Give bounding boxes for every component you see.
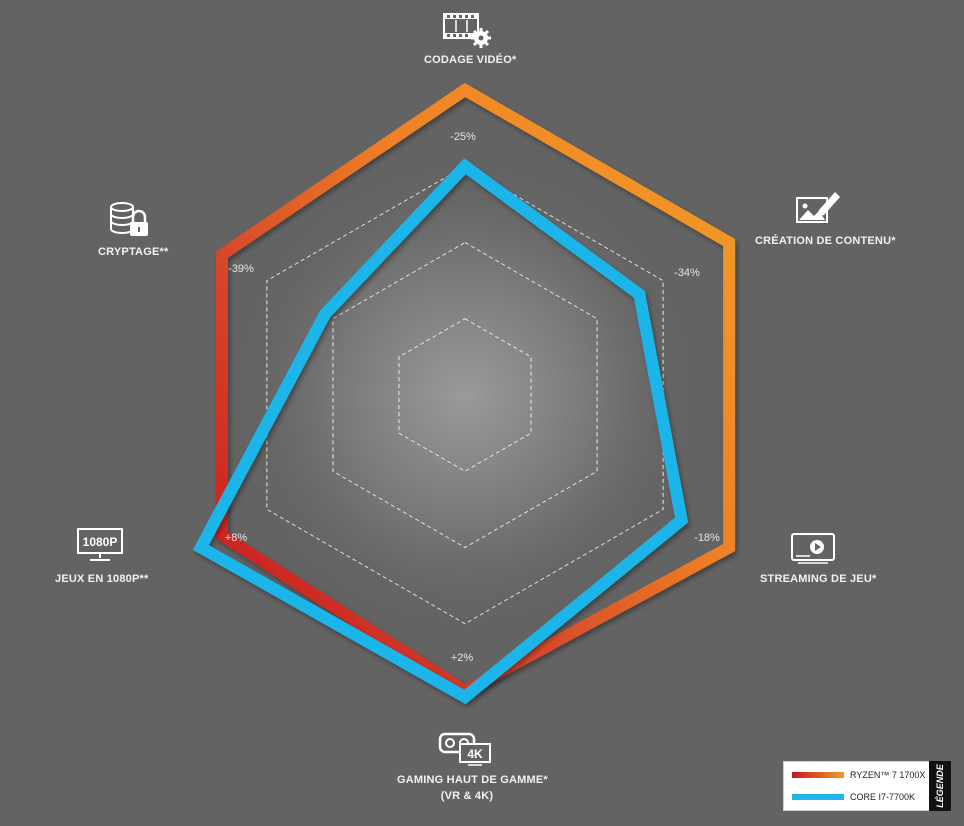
legend-label-intel: CORE I7-7700K <box>850 792 916 802</box>
axis-label-encryption: CRYPTAGE** <box>98 246 169 258</box>
grid-ring-3 <box>266 165 664 625</box>
diff-label-5: +8% <box>225 532 248 544</box>
grid-ring-2 <box>332 241 598 549</box>
1080p-monitor-icon: 1080P <box>77 528 123 561</box>
axis-label-game-streaming: STREAMING DE JEU* <box>760 573 877 585</box>
legend-swatch-intel <box>792 794 844 800</box>
center-glow <box>225 155 705 635</box>
legend-label-ryzen: RYZEN™ 7 1700X <box>850 770 926 780</box>
diff-label-3: -18% <box>694 532 720 544</box>
vr-4k-icon: 4K <box>438 732 491 766</box>
legend-title: LÉGENDE <box>935 764 945 808</box>
1080p-text: 1080P <box>83 535 118 549</box>
series-intel-line <box>192 158 689 705</box>
legend: RYZEN™ 7 1700X CORE I7-7700K <box>783 761 930 811</box>
image-edit-icon <box>796 192 840 223</box>
4k-text: 4K <box>467 747 483 761</box>
video-play-icon <box>791 533 835 564</box>
legend-title-tab: LÉGENDE <box>929 761 951 811</box>
legend-item-ryzen: RYZEN™ 7 1700X <box>792 768 925 782</box>
legend-item-intel: CORE I7-7700K <box>792 790 915 804</box>
legend-swatch-ryzen <box>792 772 844 778</box>
diff-label-4: +2% <box>451 652 474 664</box>
axis-label-video-encoding: CODAGE VIDÉO* <box>424 54 517 66</box>
diff-label-2: -34% <box>674 267 700 279</box>
database-lock-icon <box>110 202 148 236</box>
diff-label-6: -39% <box>228 263 254 275</box>
grid-ring-1 <box>398 318 532 472</box>
axis-label-1080p-gaming: JEUX EN 1080P** <box>55 573 149 585</box>
film-gear-icon <box>443 13 491 48</box>
axis-label-high-end-gaming: GAMING HAUT DE GAMME* (VR & 4K) <box>397 774 548 802</box>
axis-label-content-creation: CRÉATION DE CONTENU* <box>755 235 896 247</box>
diff-label-1: -25% <box>450 131 476 143</box>
